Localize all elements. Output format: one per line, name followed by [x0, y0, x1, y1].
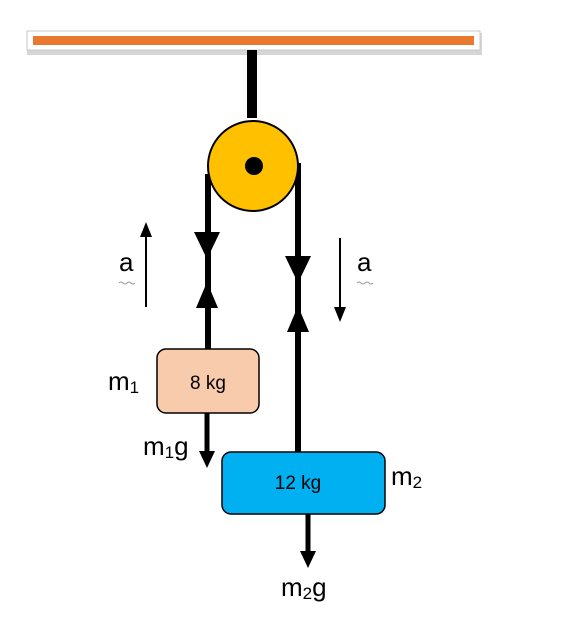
block-m1-mass: 8 kg	[190, 373, 226, 394]
tension-arrowhead-left-up	[196, 282, 218, 308]
weight-arrow-m1	[199, 413, 215, 468]
ceiling-bar	[33, 36, 474, 45]
block-m2: 12 kg	[221, 451, 386, 515]
label-m1: m1	[108, 366, 139, 397]
accel-arrow-right	[334, 238, 346, 322]
block-m2-mass: 12 kg	[275, 473, 321, 494]
accel-arrow-left	[140, 222, 152, 307]
block-m1: 8 kg	[156, 348, 260, 414]
pulley-hanger-rod	[247, 50, 257, 118]
spellcheck-underline-left	[118, 281, 136, 285]
rope-left	[205, 174, 211, 350]
block-m2-body	[221, 451, 386, 515]
tension-arrowhead-left-down	[194, 232, 220, 259]
pulley-axle	[245, 157, 263, 175]
weight-arrow-m2	[300, 514, 316, 568]
label-m2: m2	[391, 461, 422, 492]
pulley	[207, 120, 299, 212]
label-m1g: m1g	[143, 431, 189, 462]
tension-arrowhead-right-down	[285, 256, 311, 283]
spellcheck-underline-right	[356, 281, 374, 285]
ceiling	[26, 30, 482, 55]
label-m2g: m2g	[281, 572, 327, 603]
accel-label-left: a	[119, 247, 134, 277]
accel-label-right: a	[357, 247, 372, 277]
tension-arrowhead-right-up	[287, 306, 309, 332]
